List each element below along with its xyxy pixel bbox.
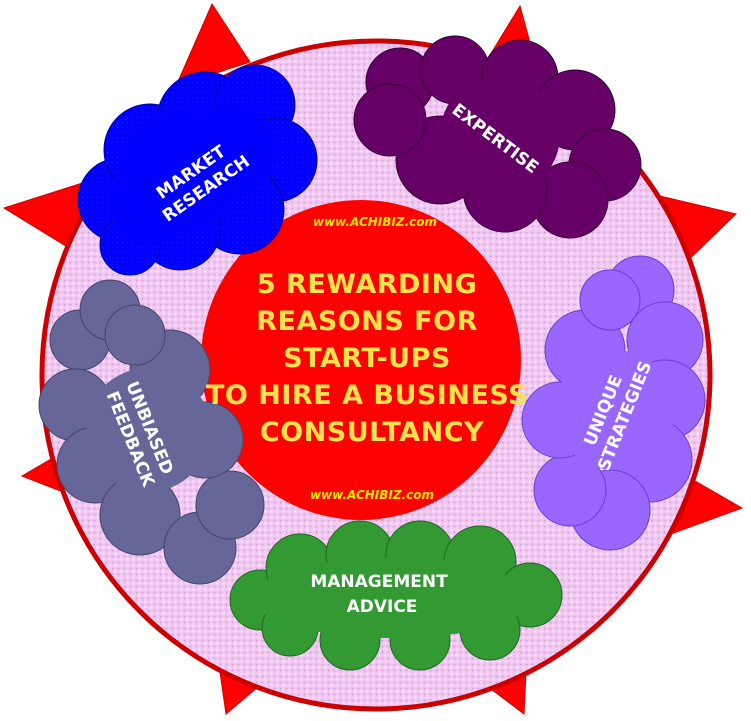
url-bottom: www.ACHIBIZ.com: [310, 488, 434, 502]
cloud-unique-strategies: UNIQUE STRATEGIES: [521, 255, 706, 551]
url-top: www.ACHIBIZ.com: [313, 215, 437, 229]
cloud-label-management-advice-line1: MANAGEMENT: [310, 572, 448, 592]
center-title-line2: REASONS FOR: [256, 306, 478, 337]
cloud-label-management-advice-line2: ADVICE: [347, 597, 418, 617]
cloud-unbiased-feedback: UNBIASED FEEDBACK: [38, 279, 265, 585]
center-title-line5: CONSULTANCY: [260, 417, 484, 448]
center-title-line3: START-UPS: [283, 343, 451, 374]
cloud-market-research: MARKET RESEARCH: [77, 64, 318, 276]
center-title-line1: 5 REWARDING: [257, 269, 477, 300]
center-circle: [201, 200, 521, 520]
svg-text:MANAGEMENT ADVICE: MANAGEMENT ADVICE: [310, 572, 453, 617]
cloud-management-advice: MANAGEMENT ADVICE: [229, 520, 563, 671]
cloud-expertise: EXPERTISE: [353, 35, 642, 239]
svg-text:5 REWARDING REASONS FOR: 5 REWARDING REASONS FOR START-UPS TO HIR…: [206, 269, 538, 448]
center-title-line4: TO HIRE A BUSINESS: [206, 380, 528, 411]
